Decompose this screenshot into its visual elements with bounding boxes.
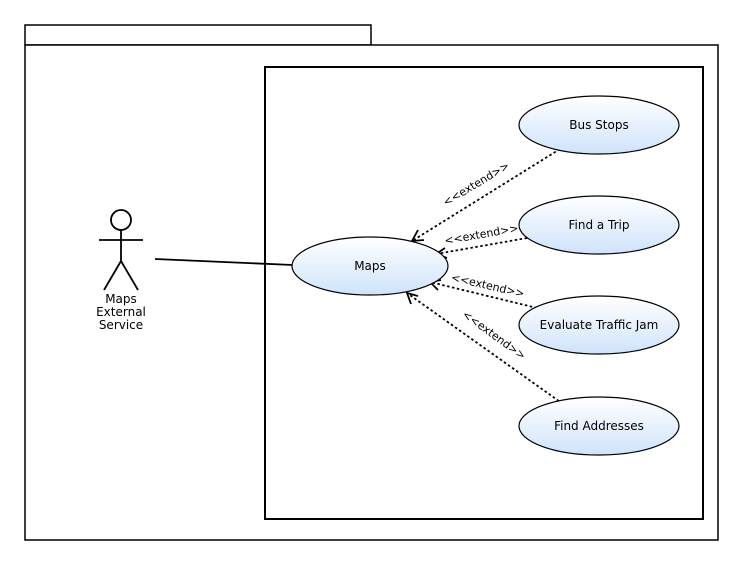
usecase-ellipse bbox=[518, 396, 680, 456]
usecase-label: Find a Trip bbox=[568, 218, 629, 232]
actor-label-line-1: Maps bbox=[105, 292, 137, 306]
usecase-ellipse bbox=[518, 195, 680, 255]
package-tab bbox=[24, 24, 372, 46]
actor-label-line-2: External bbox=[96, 305, 146, 319]
usecase-label: Bus Stops bbox=[569, 118, 628, 132]
usecase-label: Evaluate Traffic Jam bbox=[540, 318, 659, 332]
actor-maps-external-service[interactable]: Maps External Service bbox=[96, 209, 146, 332]
usecase-bus-stops[interactable]: Bus Stops bbox=[518, 95, 680, 155]
usecase-find-addresses[interactable]: Find Addresses bbox=[518, 396, 680, 456]
usecase-ellipse bbox=[518, 295, 680, 355]
usecase-ellipse bbox=[291, 236, 449, 296]
actor-label-line-3: Service bbox=[99, 318, 143, 332]
extend-line bbox=[435, 237, 528, 255]
extend-arrowhead bbox=[405, 291, 419, 305]
usecase-evaluate-traffic-jam[interactable]: Evaluate Traffic Jam bbox=[518, 295, 680, 355]
association-line bbox=[154, 258, 294, 266]
actor-head bbox=[110, 209, 132, 231]
extend-line bbox=[411, 148, 561, 242]
extend-line bbox=[406, 292, 564, 405]
actor-right-leg bbox=[120, 260, 139, 291]
usecase-maps[interactable]: Maps bbox=[291, 236, 449, 296]
actor-left-leg bbox=[103, 260, 122, 291]
extend-line bbox=[429, 281, 538, 309]
usecase-label: Find Addresses bbox=[554, 419, 644, 433]
usecase-find-a-trip[interactable]: Find a Trip bbox=[518, 195, 680, 255]
usecase-label: Maps bbox=[354, 259, 386, 273]
usecase-ellipse bbox=[518, 95, 680, 155]
